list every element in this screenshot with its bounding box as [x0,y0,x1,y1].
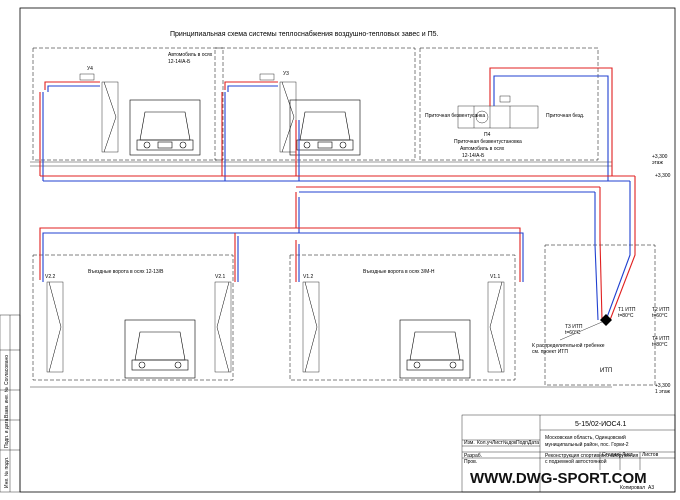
itp-t4: Т4 ИТП [652,336,670,342]
curtain-unit-u4 [44,73,119,153]
supply-left-label: Приточная безвентусанка [425,113,485,119]
supply-caption-2: Автомобиль в осях [460,146,505,152]
itp-connection [559,314,612,341]
upper-mains [40,175,635,193]
stamp-copied: Копировал [620,485,645,491]
upper-car-2 [289,99,361,156]
stamp-row-2: Лист [492,440,504,446]
itp-t4b: t=80°С [652,342,668,348]
supply-unit-p4 [457,67,613,181]
stamp-sheets: Листов [642,452,659,458]
curtain-unit-v12 [302,281,320,373]
stamp-role-1: Разраб. [464,453,482,459]
lower-mains [39,176,636,321]
upper-car-1 [129,99,201,156]
top-left-room-label-1: Автомобиль в осях [168,52,213,58]
side-label-sign: Подп. и дата [4,418,10,448]
side-label-agreed: Согласовано [4,355,10,385]
curtain-unit-v22 [46,281,64,373]
gates-left-label: Въездные ворота в осях 12-13/В [88,269,164,275]
curtain-unit-v11 [487,281,505,373]
stamp-role-2: Пров. [464,459,477,465]
sheet-frame [19,7,676,493]
elevation-1: +3,300 [652,154,668,160]
itp-label: ИТП [600,368,612,374]
stamp-sheet: Лист [622,452,634,458]
elevation-2: этаж [652,160,663,166]
unit-label-v11: V1.1 [490,274,501,280]
elevation-5: 1 этаж [655,389,671,395]
curtain-unit-u3 [224,73,297,153]
stamp-object-1: Реконструкция спортивного сооружения [545,453,639,459]
gates-right-label: Въездные ворота в осях 3/М-Н [363,269,435,275]
itp-t1: Т1 ИТП [618,307,636,313]
elevation-4: +3,300 [655,383,671,389]
itp-note-1: К распределительной гребенке [532,342,605,349]
unit-label-u3: У3 [283,71,289,77]
supply-p4-label: П4 [484,132,491,138]
lower-car-2 [399,319,471,379]
stamp-row-5: Дата [528,440,539,446]
drawing-title: Принципиальная схема системы теплоснабже… [170,30,438,38]
stamp-row-4: Подп. [516,440,529,446]
itp-t3b: t=60°С [565,330,581,336]
itp-t3: Т3 ИТП [565,324,583,330]
unit-label-v12: V1.2 [303,274,314,280]
lower-car-1 [124,319,196,379]
stamp-row-1: Кол.уч [477,440,492,446]
curtain-unit-v21 [214,281,232,373]
stamp-place-1: Московская область, Одинцовский [545,434,626,441]
stamp-format: А3 [648,485,654,491]
stamp-object-2: с подземной автостоянкой [545,458,607,465]
stamp-row-0: Изм. [464,440,475,446]
unit-label-v21: V2.1 [215,274,226,280]
supply-caption-3: 12-14/А-Б [462,153,485,159]
itp-t1b: t=80°С [618,313,634,319]
stamp-place-2: муниципальный район, пос. Горки-2 [545,441,629,448]
unit-label-v22: V2.2 [45,274,56,280]
supply-right-label: Приточная безд. [546,113,584,119]
itp-t2b: t=60°С [652,313,668,319]
elevation-3: +3,300 [655,173,671,179]
itp-t2: Т2 ИТП [652,307,670,313]
upper-rooms [30,47,612,167]
itp-note-2: см. проект ИТП [532,349,568,355]
lower-rooms [30,244,656,388]
stamp-code: 5-15/02-ИОС4.1 [575,421,626,428]
top-left-room-label-2: 12-14/А-Б [168,59,191,65]
stamp-stage: Стадия [602,452,619,458]
left-binding-strip: Согласовано Инв. № подл. Подп. и дата Вз… [0,314,21,493]
supply-caption-1: Приточная безвентустановка [454,139,522,145]
watermark: WWW.DWG-SPORT.COM [470,470,647,487]
stamp-row-3: №док [503,440,517,446]
unit-label-u4: У4 [87,66,93,72]
side-label-inv: Инв. № подл. [4,457,10,488]
title-block [461,414,676,493]
side-label-replace: Взам. инв. № [4,387,10,418]
